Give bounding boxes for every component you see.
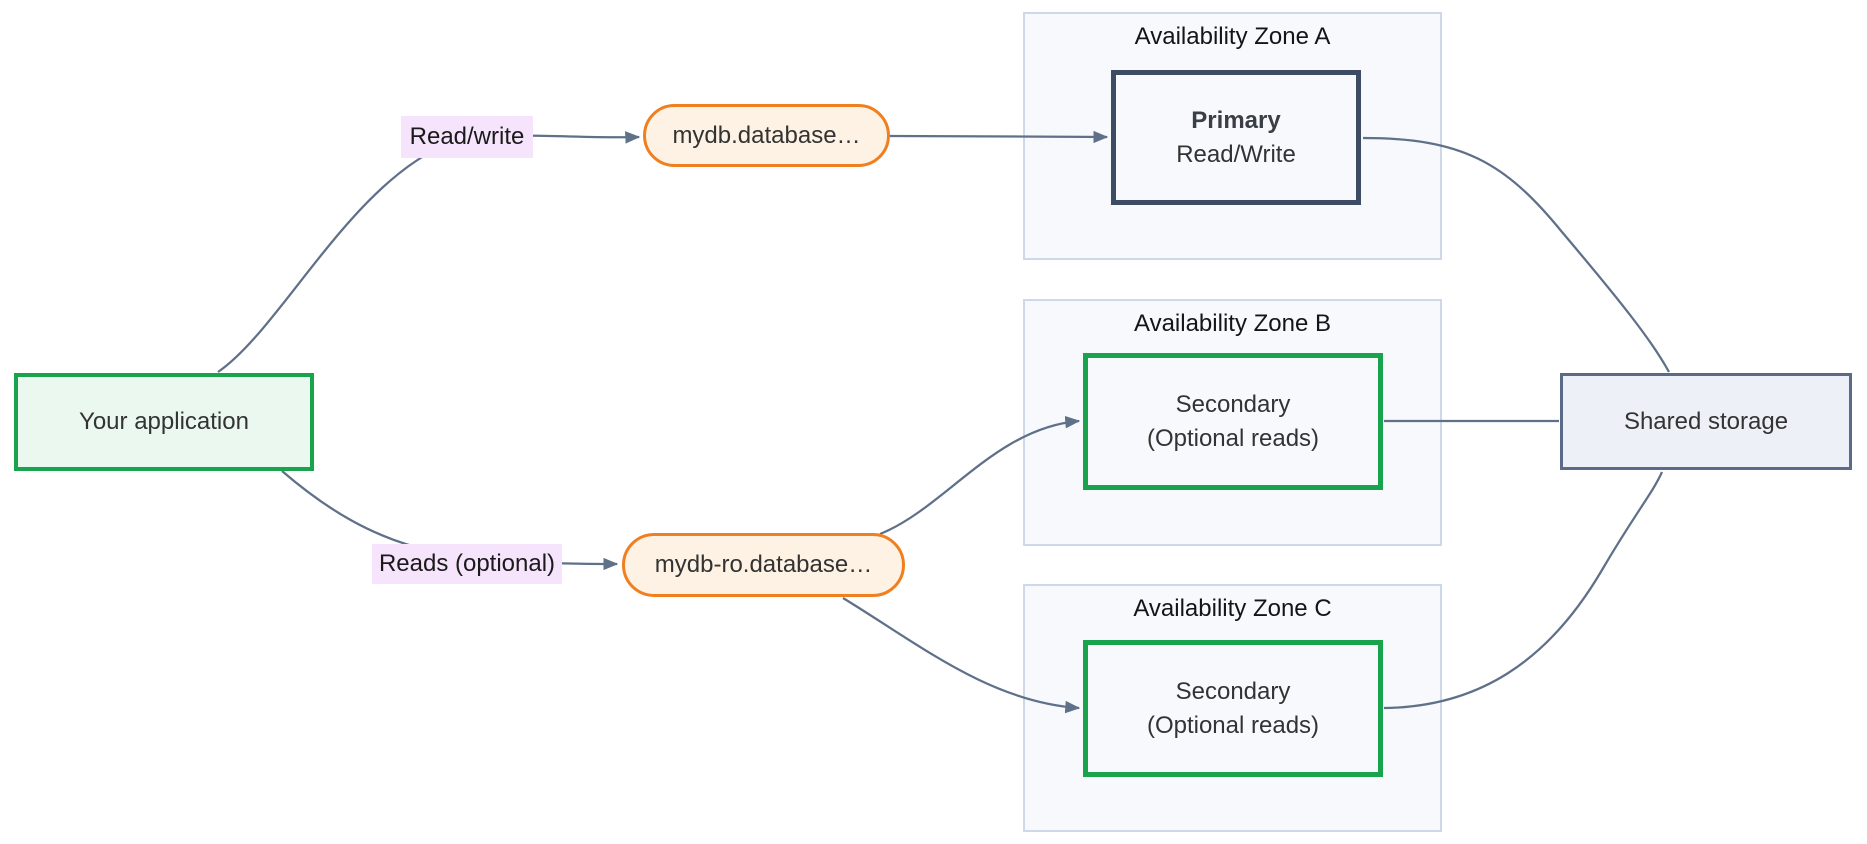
secondary-instance-c-node: Secondary (Optional reads) <box>1083 640 1383 777</box>
shared-storage-label: Shared storage <box>1623 407 1789 435</box>
zone-c-title: Availability Zone C <box>1133 595 1332 622</box>
edge-label-reads-optional: Reads (optional) <box>372 544 562 584</box>
secondary-instance-c-subtitle: (Optional reads) <box>1146 711 1320 739</box>
edge-primary-to-shared-storage <box>1362 136 1670 373</box>
primary-instance-title: Primary <box>1191 106 1281 134</box>
edge-secondary-c-to-shared-storage <box>1383 471 1664 710</box>
shared-storage-node: Shared storage <box>1560 373 1852 470</box>
primary-instance-subtitle: Read/Write <box>1176 140 1296 168</box>
your-application-node: Your application <box>14 373 314 471</box>
reader-endpoint-node: mydb-ro.database… <box>622 533 905 597</box>
edge-label-read-write: Read/write <box>401 116 533 158</box>
writer-endpoint-node: mydb.database… <box>643 104 890 167</box>
edge-writer-endpoint-to-primary <box>889 130 1109 144</box>
writer-endpoint-label: mydb.database… <box>672 121 861 149</box>
edge-reader-endpoint-to-secondary-b <box>879 415 1081 536</box>
edge-label-read-write-text: Read/write <box>409 123 525 150</box>
zone-a-title: Availability Zone A <box>1134 23 1331 50</box>
edge-app-to-writer-endpoint <box>217 131 641 373</box>
secondary-instance-b-title: Secondary <box>1175 390 1291 418</box>
your-application-label: Your application <box>79 408 249 435</box>
reader-endpoint-label: mydb-ro.database… <box>654 551 873 578</box>
secondary-instance-b-node: Secondary (Optional reads) <box>1083 353 1383 490</box>
zone-b-title: Availability Zone B <box>1134 310 1331 337</box>
edge-reader-endpoint-to-secondary-c <box>842 597 1081 714</box>
secondary-instance-b-subtitle: (Optional reads) <box>1146 424 1320 452</box>
secondary-instance-c-title: Secondary <box>1175 677 1291 705</box>
primary-instance-node: Primary Read/Write <box>1111 70 1361 205</box>
edge-label-reads-optional-text: Reads (optional) <box>378 550 556 577</box>
